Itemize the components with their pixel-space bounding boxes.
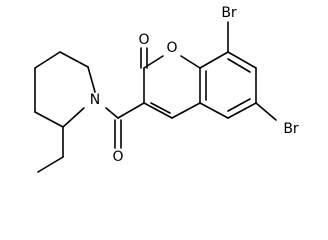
bond-c4-c4a — [171, 102, 201, 119]
bond-pip-c5-c4 — [34, 51, 61, 69]
bond-pip-c3-n — [87, 66, 96, 93]
bond-ethyl-2 — [37, 156, 64, 173]
bond-pip-c2-c6 — [34, 111, 64, 128]
bond-pip-n-c2 — [62, 107, 85, 128]
bond-c8-c7 — [227, 51, 257, 69]
bond-c8a-c8 — [199, 51, 229, 69]
bond-pip-c4-c3 — [59, 51, 89, 68]
atom-label-nitrogen: N — [90, 92, 100, 108]
bond-n-carbonyl — [105, 107, 119, 119]
bond-c3-c4-inner — [150, 102, 171, 114]
bond-carbonyl-c3 — [117, 102, 145, 119]
bond-c6-c5 — [227, 102, 257, 119]
atom-label-lactone-oxygen: O — [138, 32, 149, 48]
chemical-structure-diagram: O O O N Br Br — [34, 5, 299, 173]
atom-label-ring-oxygen: O — [166, 40, 177, 56]
bond-c5-c4a — [199, 102, 229, 119]
bond-c3-c4 — [143, 102, 173, 119]
bond-c8-c7-inner — [227, 58, 251, 73]
atom-label-amide-oxygen: O — [112, 149, 123, 165]
atom-label-bromine-8: Br — [221, 5, 237, 21]
bond-o1-c8a — [180, 55, 201, 69]
atom-label-bromine-6: Br — [283, 121, 299, 137]
bond-c6-br — [255, 102, 277, 121]
bond-c6-c5-inner — [227, 98, 251, 112]
